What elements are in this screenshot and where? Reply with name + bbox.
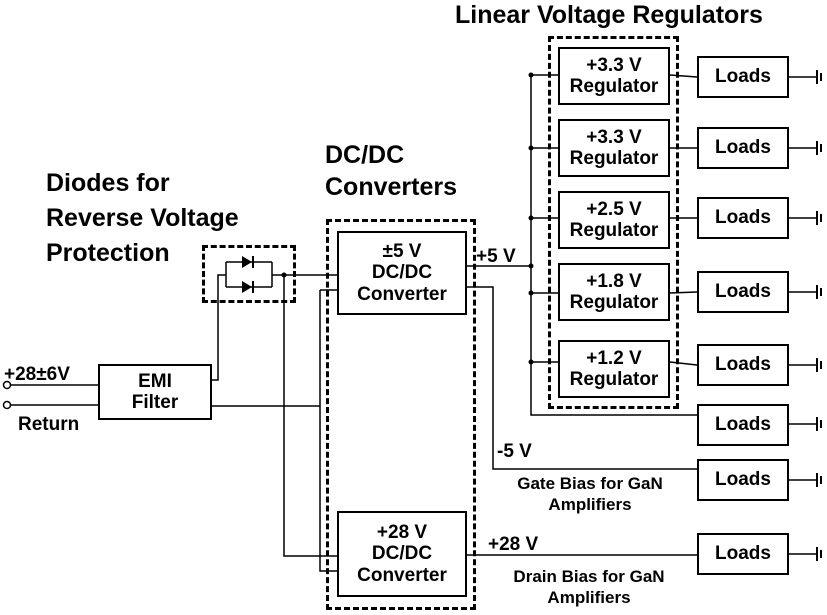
junction-dot: [281, 272, 287, 278]
regulator-block: +3.3 V Regulator: [558, 47, 670, 105]
linear-regulators-group: [548, 36, 679, 409]
loads-block: Loads: [697, 197, 789, 239]
junction-dot: [528, 263, 534, 269]
emi-filter-line2: Filter: [131, 392, 179, 413]
minus5v-wire: [467, 286, 697, 470]
loads-label: Loads: [715, 137, 771, 159]
loads-block: Loads: [697, 271, 789, 313]
regulator-label: Regulator: [569, 76, 659, 97]
junction-dot: [528, 145, 534, 151]
loads-block: Loads: [697, 404, 789, 446]
loads-label: Loads: [715, 207, 771, 229]
minus5v-label: -5 V: [497, 441, 532, 462]
regulator-block: +1.8 V Regulator: [558, 263, 670, 321]
regulator-label: Regulator: [569, 292, 659, 313]
regulator-block: +3.3 V Regulator: [558, 119, 670, 177]
loads-label: Loads: [715, 354, 771, 376]
loads-block: Loads: [697, 127, 789, 169]
loads-label: Loads: [715, 414, 771, 436]
loads-block: Loads: [697, 56, 789, 98]
regulator-voltage: +3.3 V: [586, 126, 642, 148]
dcdc-5v-line3: Converter: [357, 283, 447, 305]
regulator-label: Regulator: [569, 148, 659, 169]
junction-dot: [528, 215, 534, 221]
plus28v-label: +28 V: [488, 534, 539, 555]
regulator-to-loads-wire: [669, 74, 698, 78]
return-wire: [319, 290, 337, 572]
drain-bias-line1: Drain Bias for GaN: [513, 567, 665, 586]
plus5v-label: +5 V: [476, 246, 516, 267]
regulator-block: +2.5 V Regulator: [558, 191, 670, 249]
diode-icon: [242, 281, 252, 293]
diodes-group: [202, 245, 296, 303]
supply-input-label: +28±6V: [4, 364, 70, 385]
dcdc-28v-converter: +28 V DC/DC Converter: [337, 511, 467, 597]
junction-dot: [528, 72, 534, 78]
loads-label: Loads: [715, 469, 771, 491]
dcdc-28v-line2: DC/DC: [371, 543, 433, 565]
return-label: Return: [18, 414, 80, 435]
loads-label: Loads: [715, 543, 771, 565]
input-terminal-icon: [2, 400, 12, 410]
dcdc-5v-line1: ±5 V: [382, 241, 422, 263]
regulator-voltage: +3.3 V: [586, 54, 642, 76]
plus5v-bus: [530, 75, 697, 416]
diode-icon: [242, 256, 252, 268]
heading-diodes-line2: Reverse Voltage: [46, 204, 239, 232]
gate-bias-line2: Amplifiers: [548, 495, 632, 515]
heading-dcdc-line2: Converters: [325, 173, 457, 201]
heading-dcdc-line1: DC/DC: [325, 141, 405, 169]
heading-diodes-line3: Protection: [46, 239, 170, 267]
regulator-block: +1.2 V Regulator: [558, 340, 670, 398]
drain-bias-line2: Amplifiers: [547, 588, 631, 608]
heading-diodes-line1: Diodes for: [46, 169, 170, 197]
regulator-label: Regulator: [569, 369, 659, 390]
loads-label: Loads: [715, 66, 771, 88]
regulator-label: Regulator: [569, 220, 659, 241]
regulator-voltage: +1.8 V: [586, 270, 642, 292]
dcdc-5v-converter: ±5 V DC/DC Converter: [337, 231, 467, 315]
gate-bias-line1: Gate Bias for GaN: [517, 474, 663, 493]
emi-filter-line1: EMI: [138, 370, 172, 392]
emi-filter-block: EMI Filter: [98, 364, 212, 420]
junction-dot: [528, 290, 534, 296]
junction-dot: [528, 359, 534, 365]
regulator-to-loads-wire: [669, 361, 698, 366]
drain-bias-caption: Drain Bias for GaN Amplifiers: [490, 566, 688, 609]
dcdc-converters-group: [326, 219, 476, 610]
gate-bias-caption: Gate Bias for GaN Amplifiers: [497, 473, 683, 516]
loads-block: Loads: [697, 533, 789, 575]
regulator-voltage: +2.5 V: [586, 198, 642, 220]
regulator-voltage: +1.2 V: [586, 347, 642, 369]
heading-linear-voltage-regulators: Linear Voltage Regulators: [455, 1, 763, 29]
loads-block: Loads: [697, 459, 789, 501]
dcdc-28v-line3: Converter: [357, 564, 447, 586]
dcdc-5v-line2: DC/DC: [371, 262, 433, 284]
regulator-to-loads-wire: [669, 291, 698, 294]
input-terminal-icon: [2, 380, 12, 390]
emi-to-diode-wire: [212, 274, 226, 381]
loads-block: Loads: [697, 344, 789, 386]
dcdc-28v-line1: +28 V: [376, 522, 428, 544]
loads-label: Loads: [715, 281, 771, 303]
